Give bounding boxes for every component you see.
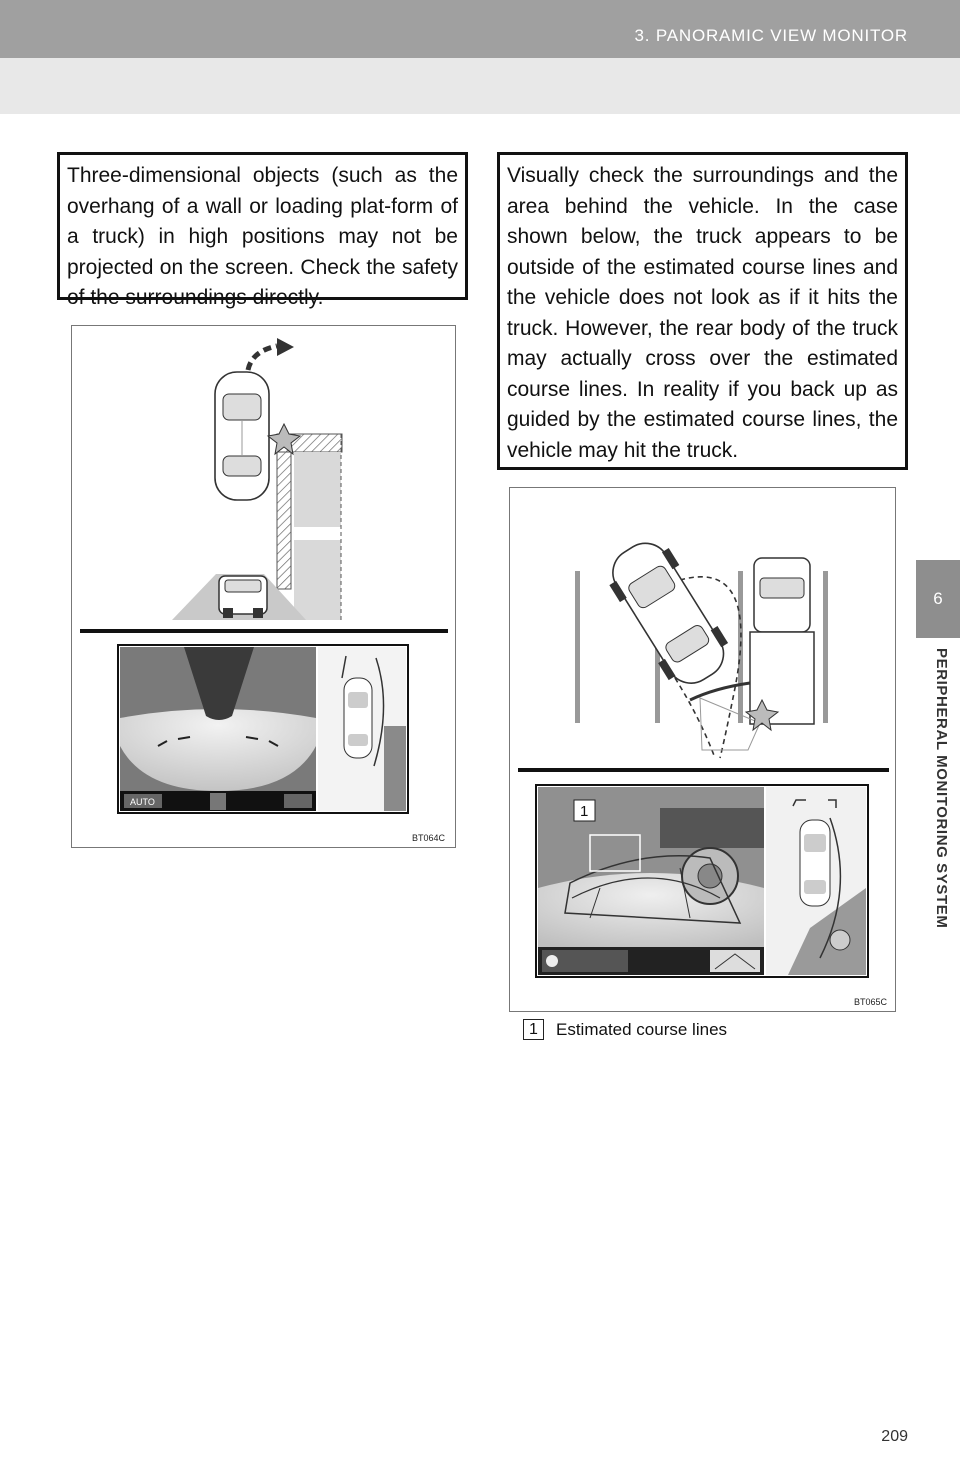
figure-callout-number: 1: [580, 803, 588, 820]
car-rear-icon: [218, 575, 268, 618]
figure-left-illustration: AUTO: [80, 338, 448, 814]
figure-left: AUTO BT064C: [71, 325, 456, 848]
chapter-tab-label: PERIPHERAL MONITORING SYSTEM: [933, 648, 950, 929]
car-birdview-right-icon: [799, 819, 831, 907]
chapter-tab-number: 6: [916, 560, 960, 638]
caution-box-left: Three-dimensional objects (such as the o…: [57, 152, 468, 309]
callout-number-box: 1: [523, 1019, 544, 1040]
figure-code-left: BT064C: [411, 833, 445, 843]
caution-text-right: Visually check the surroundings and the …: [507, 164, 898, 462]
figure-code-right: BT065C: [853, 997, 887, 1007]
section-title: 3. PANORAMIC VIEW MONITOR: [634, 26, 908, 45]
caution-text-left: Three-dimensional objects (such as the o…: [67, 164, 458, 309]
figure-right-illustration: 1: [518, 542, 889, 978]
caution-box-right: Visually check the surroundings and the …: [497, 152, 908, 470]
auto-label: AUTO: [130, 797, 155, 807]
page-number: 209: [881, 1428, 908, 1445]
car-top-icon: [214, 371, 270, 501]
figure-right: 1 BT065C: [509, 487, 896, 1012]
truck-icon: [749, 557, 815, 725]
subheader-band: [0, 58, 960, 114]
header-bar: [0, 0, 960, 58]
callout-description: Estimated course lines: [556, 1020, 728, 1039]
car-birdview-icon: [343, 677, 373, 759]
car-diagonal-icon: [609, 542, 729, 684]
